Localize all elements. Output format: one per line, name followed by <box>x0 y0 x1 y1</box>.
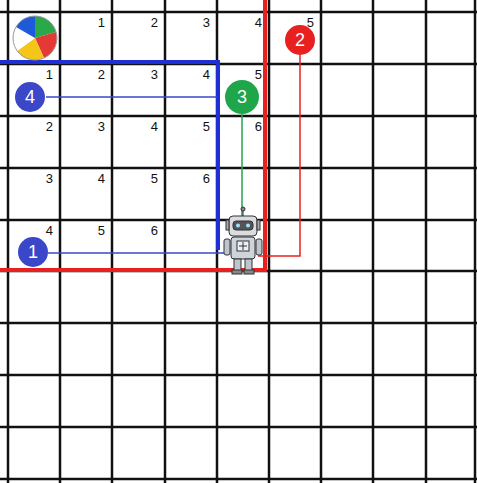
blue-boundary <box>0 62 218 250</box>
step-number: 2 <box>151 16 158 29</box>
step-number: 1 <box>98 16 105 29</box>
green-path <box>241 114 243 218</box>
step-number: 5 <box>255 68 262 81</box>
step-number: 4 <box>46 224 53 237</box>
red-path <box>258 55 300 256</box>
step-number: 6 <box>203 172 210 185</box>
step-number: 2 <box>98 68 105 81</box>
blue-path <box>46 96 217 98</box>
step-number: 5 <box>203 120 210 133</box>
step-number: 3 <box>151 68 158 81</box>
step-number: 4 <box>151 120 158 133</box>
beach-ball <box>13 16 57 60</box>
red-boundary <box>0 0 265 270</box>
circle-number: 2 <box>295 31 305 49</box>
step-number: 4 <box>255 16 262 29</box>
step-number: 1 <box>46 68 53 81</box>
step-number: 3 <box>46 172 53 185</box>
blue-path <box>48 252 224 254</box>
circle-number: 3 <box>237 88 247 106</box>
robot <box>224 207 262 274</box>
step-number: 5 <box>151 172 158 185</box>
step-number: 4 <box>98 172 105 185</box>
step-number: 3 <box>98 120 105 133</box>
step-number: 6 <box>255 120 262 133</box>
numbered-circle: 4 <box>15 82 45 112</box>
step-number: 5 <box>98 224 105 237</box>
numbered-circle: 2 <box>285 25 315 55</box>
step-number: 4 <box>203 68 210 81</box>
step-number: 6 <box>151 224 158 237</box>
step-number: 3 <box>203 16 210 29</box>
circle-number: 1 <box>28 243 38 261</box>
numbered-circle: 3 <box>225 80 259 114</box>
step-number: 2 <box>46 120 53 133</box>
step-number: 5 <box>307 16 314 29</box>
numbered-circle: 1 <box>18 237 48 267</box>
circle-number: 4 <box>25 88 35 106</box>
